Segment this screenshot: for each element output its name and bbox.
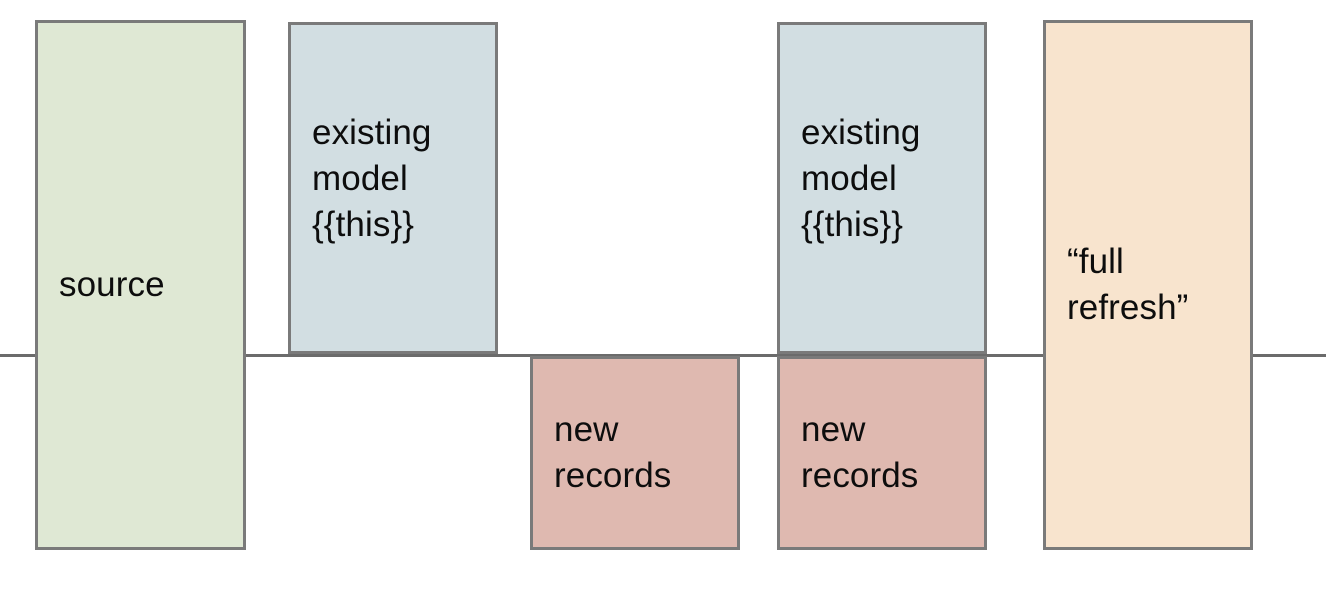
node-existing-model-2-label: existing model {{this}} — [801, 113, 921, 245]
node-existing-model-1-label: existing model {{this}} — [312, 113, 432, 245]
node-source-label: source — [59, 264, 165, 304]
node-existing-model-1[interactable]: existing model {{this}} — [288, 22, 498, 354]
node-existing-model-2[interactable]: existing model {{this}} — [777, 22, 987, 354]
node-new-records-1[interactable]: new records — [530, 356, 740, 550]
timeline-axis — [0, 354, 1326, 357]
node-new-records-2-label: new records — [801, 409, 919, 495]
node-full-refresh-label: “full refresh” — [1067, 241, 1189, 327]
node-source[interactable]: source — [35, 20, 246, 550]
node-new-records-1-label: new records — [554, 409, 672, 495]
node-full-refresh[interactable]: “full refresh” — [1043, 20, 1253, 550]
node-new-records-2[interactable]: new records — [777, 356, 987, 550]
